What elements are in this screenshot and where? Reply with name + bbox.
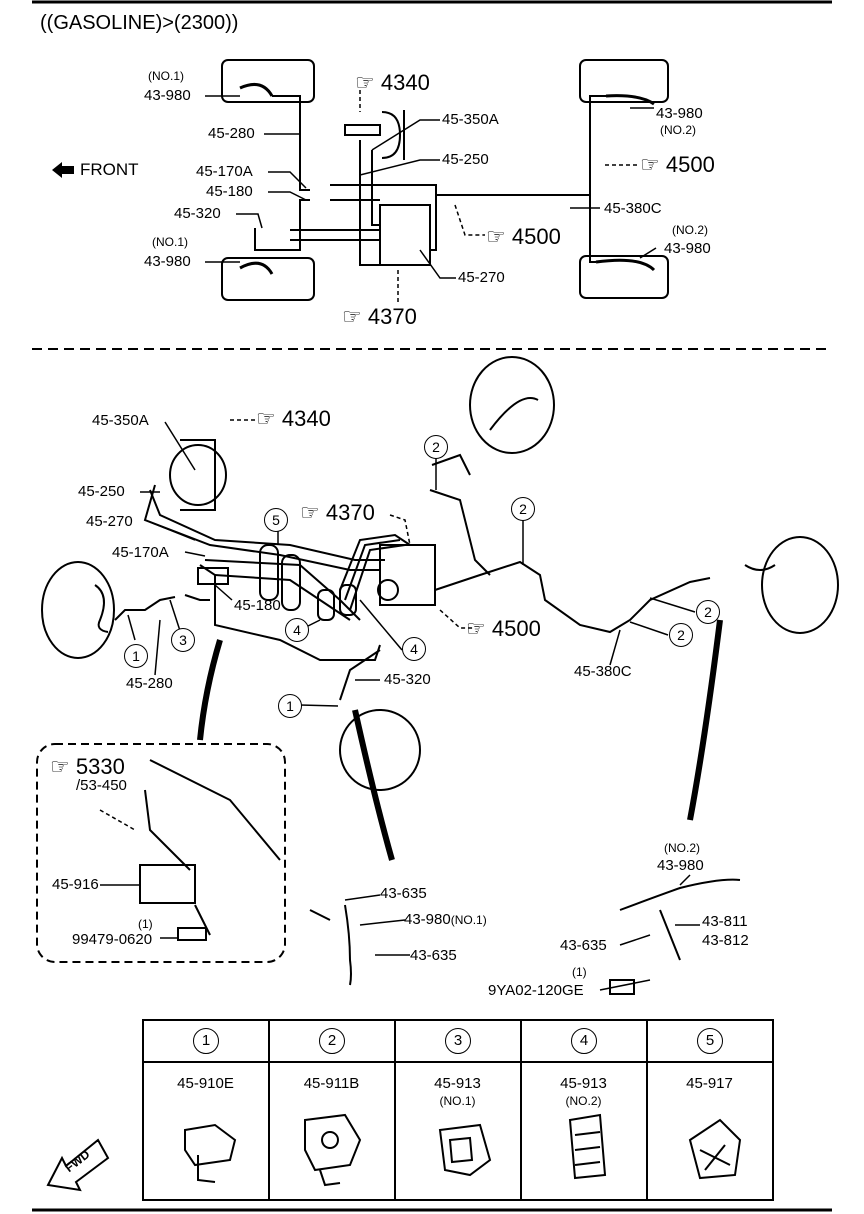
hand-pointer-icon: ☞ bbox=[640, 152, 660, 177]
label-45-280: 45-280 bbox=[126, 675, 173, 692]
label-43-980-no2: 43-980 bbox=[657, 857, 704, 874]
label-no2-d: (NO.2) bbox=[672, 223, 708, 237]
front-left-wheel bbox=[221, 59, 315, 103]
table-part-number: 45-913 bbox=[560, 1075, 607, 1092]
label-45-270-a: 45-270 bbox=[458, 269, 505, 286]
mount-bracket bbox=[139, 864, 196, 904]
callout-3: 3 bbox=[171, 628, 195, 652]
hydraulic-unit bbox=[379, 204, 431, 266]
label-99479-0620: 99479-0620 bbox=[72, 931, 153, 948]
table-part-sub: (NO.2) bbox=[565, 1094, 602, 1108]
callout-2: 2 bbox=[669, 623, 693, 647]
table-part-number: 45-913 bbox=[434, 1075, 481, 1092]
ref-4500-b: ☞ 4500 bbox=[486, 224, 561, 249]
diagram-title: ((GASOLINE)>(2300)) bbox=[40, 12, 239, 34]
label-45-250: 45-250 bbox=[78, 483, 125, 500]
junction-block bbox=[197, 567, 229, 585]
table-header-1: 1 bbox=[193, 1028, 219, 1054]
callout-2: 2 bbox=[424, 435, 448, 459]
fwd-arrow-icon bbox=[46, 1138, 110, 1192]
label-45-350a-a: 45-350A bbox=[442, 111, 499, 128]
hand-pointer-icon: ☞ bbox=[466, 616, 486, 641]
hand-pointer-icon: ☞ bbox=[486, 224, 506, 249]
label-43-635-a: 43-635 bbox=[380, 885, 427, 902]
label-45-320: 45-320 bbox=[384, 671, 431, 688]
callout-2: 2 bbox=[696, 600, 720, 624]
label-9ya02-120ge: 9YA02-120GE bbox=[488, 982, 584, 999]
label-qty1-a: (1) bbox=[138, 917, 153, 931]
table-part-number: 45-917 bbox=[686, 1075, 733, 1092]
bolt bbox=[609, 979, 635, 995]
label-43-980-d: 43-980 bbox=[664, 240, 711, 257]
label-45-916: 45-916 bbox=[52, 876, 99, 893]
front-indicator: FRONT bbox=[52, 160, 139, 180]
ref-4370: ☞ 4370 bbox=[300, 500, 375, 525]
label-45-280-a: 45-280 bbox=[208, 125, 255, 142]
label-45-180-a: 45-180 bbox=[206, 183, 253, 200]
front-left-brake bbox=[41, 561, 115, 659]
table-part-number: 45-910E bbox=[177, 1075, 234, 1092]
label-no1-a: (NO.1) bbox=[148, 69, 184, 83]
brake-booster bbox=[169, 444, 227, 506]
label-no2-f: (NO.2) bbox=[664, 841, 700, 855]
callout-4: 4 bbox=[402, 637, 426, 661]
ref-4370-a: ☞ 4370 bbox=[342, 304, 417, 329]
abs-module bbox=[379, 544, 436, 606]
ref-4340: ☞ 4340 bbox=[256, 406, 331, 431]
callout-5: 5 bbox=[264, 508, 288, 532]
ref-4500-a: ☞ 4500 bbox=[640, 152, 715, 177]
label-45-180: 45-180 bbox=[234, 597, 281, 614]
label-43-811: 43-811 bbox=[702, 913, 748, 930]
label-45-250-a: 45-250 bbox=[442, 151, 489, 168]
ref-4340-a: ☞ 4340 bbox=[355, 70, 430, 95]
ref-5330: ☞ 5330 bbox=[50, 754, 125, 779]
label-43-980-c: 43-980 bbox=[656, 105, 703, 122]
callout-1: 1 bbox=[278, 694, 302, 718]
label-45-170a-a: 45-170A bbox=[196, 163, 253, 180]
table-header-4: 4 bbox=[571, 1028, 597, 1054]
hand-pointer-icon: ☞ bbox=[300, 500, 320, 525]
front-right-brake bbox=[339, 709, 421, 791]
rear-right-wheel bbox=[579, 59, 669, 103]
label-45-320-a: 45-320 bbox=[174, 205, 221, 222]
rear-right-wheel-b bbox=[579, 255, 669, 299]
hand-pointer-icon: ☞ bbox=[50, 754, 70, 779]
hand-pointer-icon: ☞ bbox=[342, 304, 362, 329]
front-left-wheel-b bbox=[221, 257, 315, 301]
parts-table bbox=[142, 1019, 774, 1201]
ref-4500: ☞ 4500 bbox=[466, 616, 541, 641]
table-part-sub: (NO.1) bbox=[439, 1094, 476, 1108]
rear-right-brake bbox=[761, 536, 839, 634]
inset-box bbox=[36, 743, 286, 963]
label-43-812: 43-812 bbox=[702, 932, 749, 949]
label-45-380c: 45-380C bbox=[574, 663, 632, 680]
label-45-380c-a: 45-380C bbox=[604, 200, 662, 217]
label-43-980-b: 43-980 bbox=[144, 253, 191, 270]
label-45-170a: 45-170A bbox=[112, 544, 169, 561]
hand-pointer-icon: ☞ bbox=[256, 406, 276, 431]
label-43-635-c: 43-635 bbox=[560, 937, 607, 954]
callout-2: 2 bbox=[511, 497, 535, 521]
rear-left-brake bbox=[469, 356, 555, 454]
label-43-980-no1: 43-980(NO.1) bbox=[404, 911, 487, 928]
table-header-5: 5 bbox=[697, 1028, 723, 1054]
table-header-2: 2 bbox=[319, 1028, 345, 1054]
table-header-3: 3 bbox=[445, 1028, 471, 1054]
callout-4: 4 bbox=[285, 618, 309, 642]
callout-1: 1 bbox=[124, 644, 148, 668]
label-no1-b: (NO.1) bbox=[152, 235, 188, 249]
front-label: FRONT bbox=[80, 160, 139, 179]
label-45-350a: 45-350A bbox=[92, 412, 149, 429]
table-part-number: 45-911B bbox=[303, 1075, 360, 1092]
label-no2-c: (NO.2) bbox=[660, 123, 696, 137]
label-43-980-a: 43-980 bbox=[144, 87, 191, 104]
hand-pointer-icon: ☞ bbox=[355, 70, 375, 95]
arrow-left-icon bbox=[52, 162, 74, 178]
label-53-450: /53-450 bbox=[76, 777, 127, 794]
label-45-270: 45-270 bbox=[86, 513, 133, 530]
label-qty1-b: (1) bbox=[572, 965, 587, 979]
label-43-635-b: 43-635 bbox=[410, 947, 457, 964]
